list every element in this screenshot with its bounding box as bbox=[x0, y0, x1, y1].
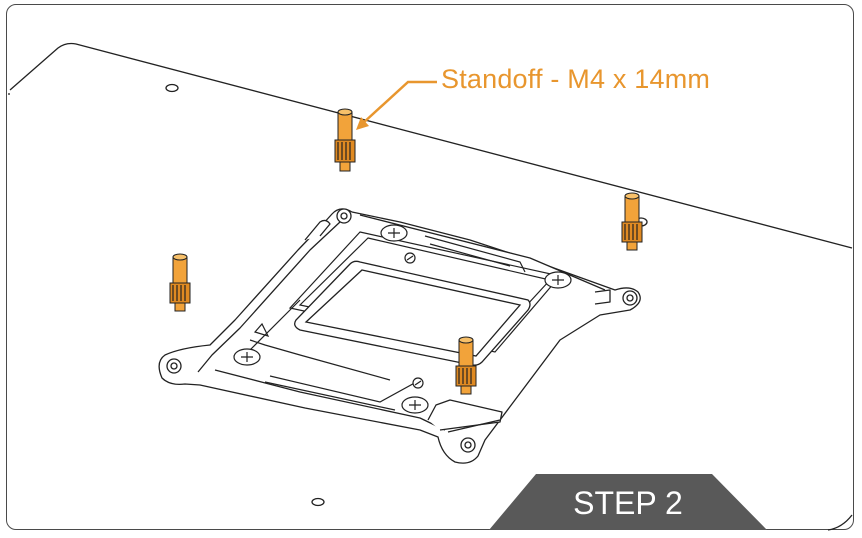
standoff-icon bbox=[169, 108, 643, 395]
standoff-callout-label: Standoff - M4 x 14mm bbox=[441, 64, 711, 94]
screw-icon bbox=[233, 224, 572, 414]
step-banner bbox=[489, 474, 767, 530]
step-label: STEP 2 bbox=[573, 485, 683, 521]
callout-leader bbox=[356, 80, 437, 130]
